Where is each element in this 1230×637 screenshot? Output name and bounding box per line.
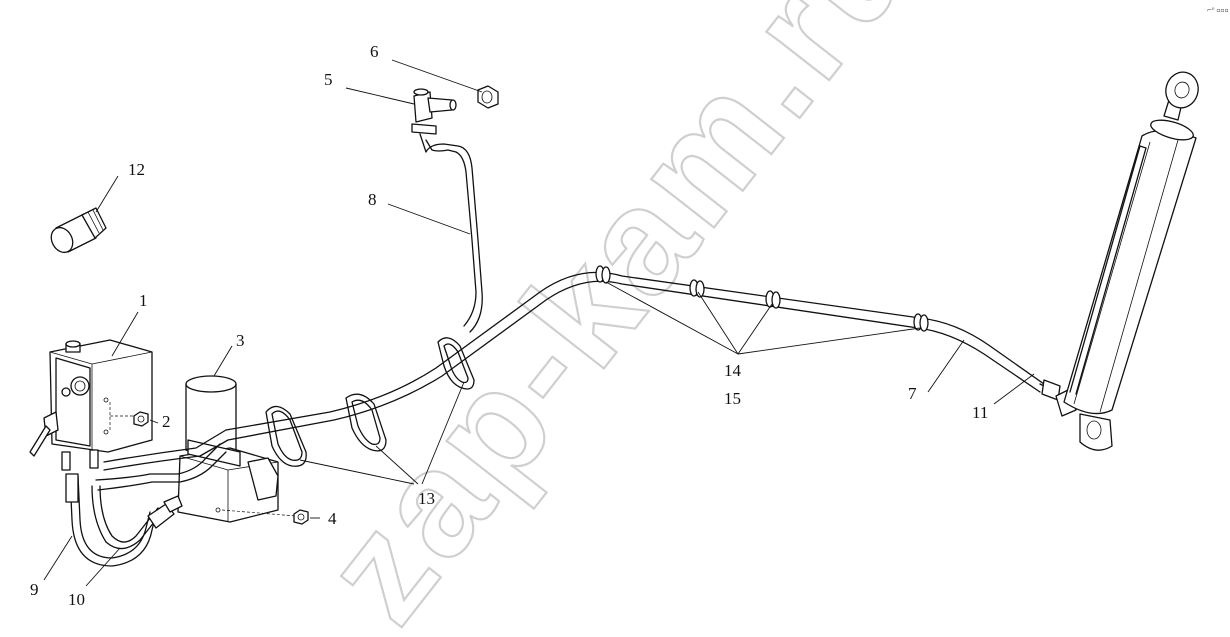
- callout-1: 1: [139, 291, 148, 310]
- callout-14: 14: [724, 361, 742, 380]
- nut-6: [477, 85, 499, 109]
- callout-7: 7: [908, 384, 917, 403]
- callout-5: 5: [324, 70, 333, 89]
- callout-10: 10: [68, 590, 85, 609]
- bolt-4: [293, 509, 309, 525]
- pipe-clamps-13: [265, 337, 475, 467]
- watermark-text: zap-kam.ru: [291, 0, 948, 637]
- hydraulic-cylinder-11: [1039, 71, 1199, 451]
- callout-6: 6: [370, 42, 379, 61]
- callout-labels: 1 2 3 4 5 6 7 8 9 10 11 12 13 14 15: [30, 42, 988, 609]
- pipe-fittings-14-15: [595, 265, 929, 332]
- callout-11: 11: [972, 403, 988, 422]
- callout-2: 2: [162, 412, 171, 431]
- callout-15: 15: [724, 389, 741, 408]
- valve-block-1: [29, 339, 153, 471]
- corner-mark: ⌐⁰ ▫▫▫: [1207, 7, 1229, 14]
- callout-13: 13: [418, 489, 435, 508]
- bolt-2: [133, 411, 149, 427]
- hoses-9-10: [65, 473, 183, 567]
- tee-fitting-5: [411, 88, 457, 135]
- callout-4: 4: [328, 509, 337, 528]
- tank-pump-3: [177, 375, 297, 523]
- callout-3: 3: [236, 331, 245, 350]
- callout-8: 8: [368, 190, 377, 209]
- pipe-7: [95, 271, 1045, 491]
- callout-9: 9: [30, 580, 39, 599]
- callout-12: 12: [128, 160, 145, 179]
- adapter-fitting-12: [50, 207, 107, 254]
- pipe-8: [419, 133, 483, 333]
- leader-lines: [43, 59, 1035, 587]
- watermark: zap-kam.ru: [290, 0, 949, 637]
